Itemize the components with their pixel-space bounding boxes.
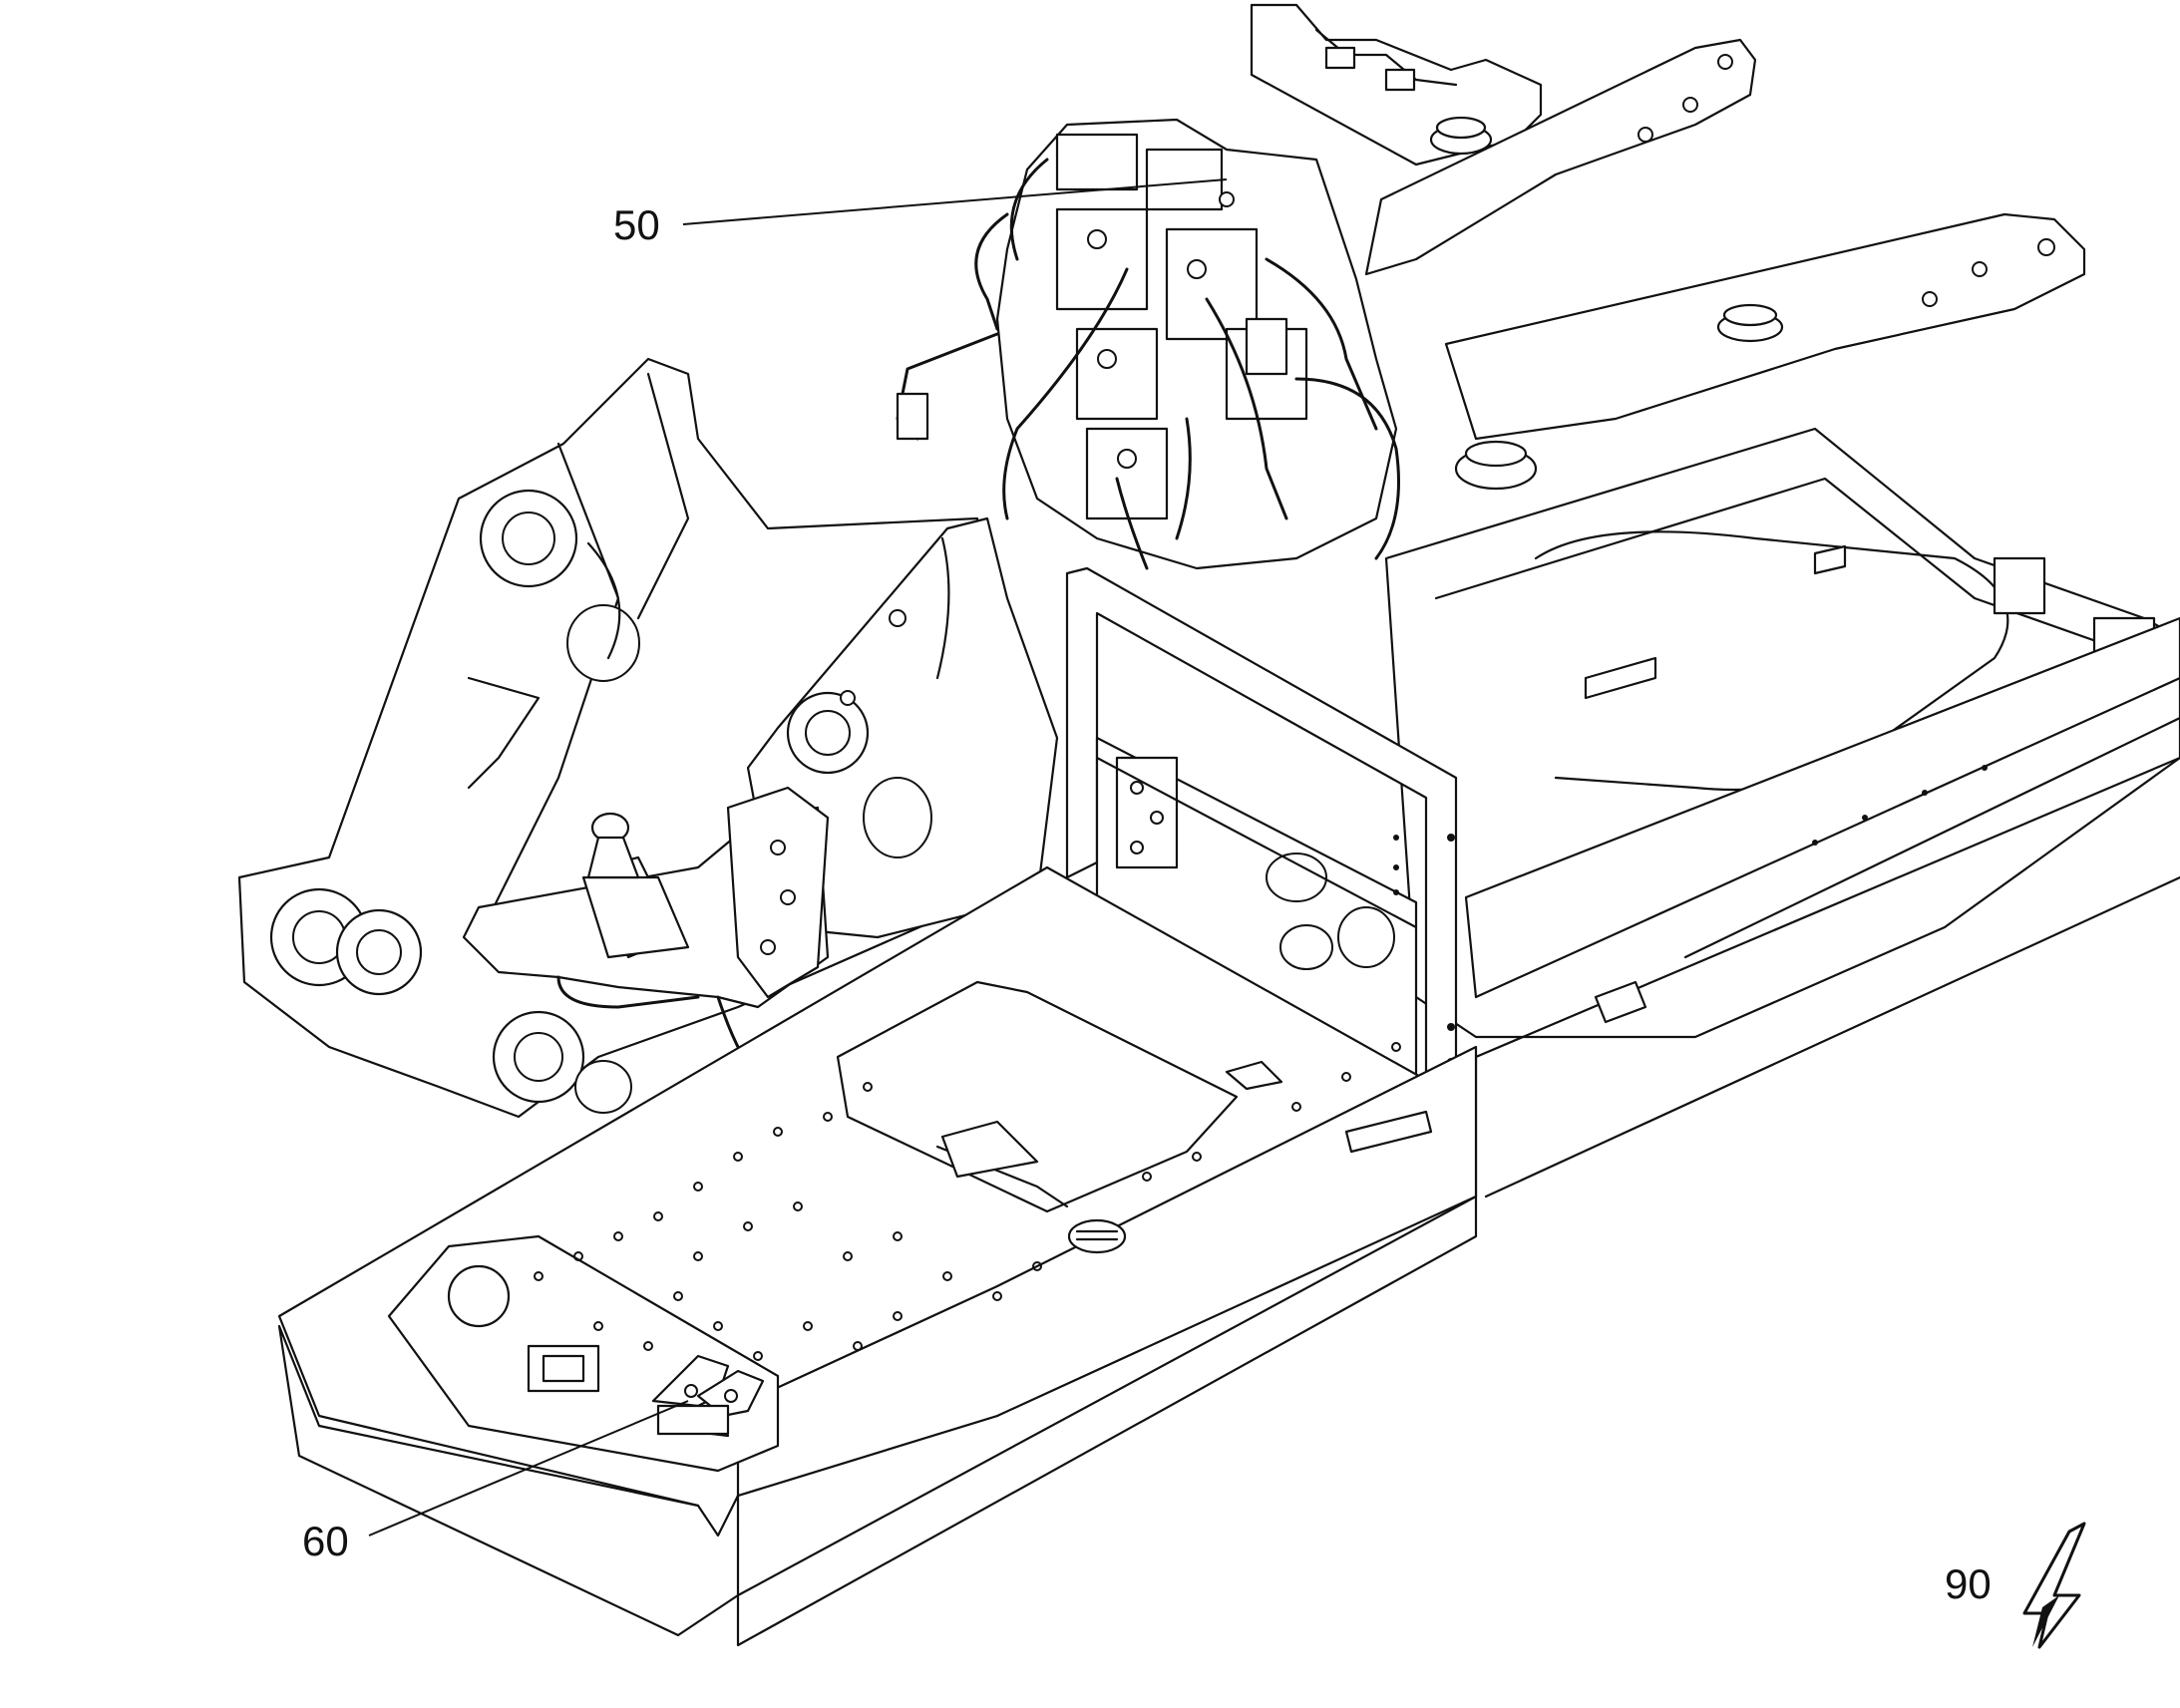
cab-floor-plate — [277, 865, 1478, 1647]
control-valve-assembly — [896, 118, 1400, 570]
joystick-assembly — [462, 786, 830, 1089]
rear-frame — [1250, 3, 2086, 491]
rear-upright-frame — [1065, 566, 1458, 1089]
leader-lines — [368, 178, 1228, 1537]
right-side-rail — [1384, 427, 2180, 1198]
leader-line-60 — [368, 1400, 689, 1537]
leader-line-50 — [682, 178, 1228, 225]
callout-50: 50 — [613, 201, 660, 248]
callout-90: 90 — [1945, 1560, 1992, 1607]
lightning-bolt-icon — [2022, 1522, 2086, 1649]
callout-60: 60 — [302, 1518, 349, 1564]
foot-pedals — [651, 1354, 765, 1438]
